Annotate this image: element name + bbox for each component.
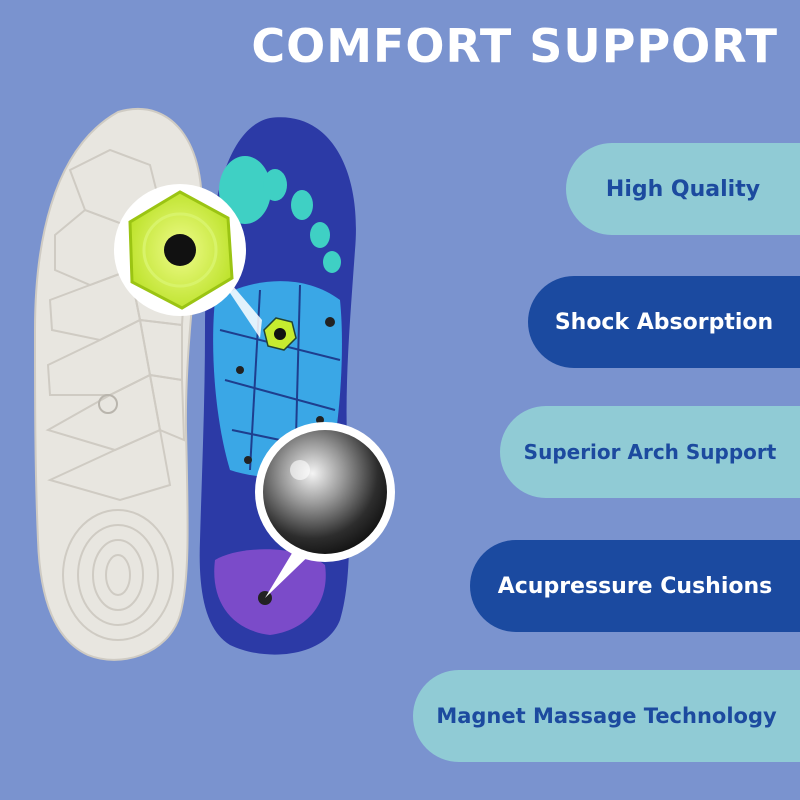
feature-label: Shock Absorption (554, 309, 774, 335)
feature-badge-shock-absorption: Shock Absorption (528, 276, 800, 368)
feature-badge-arch-support: Superior Arch Support (500, 406, 800, 498)
feature-label: Superior Arch Support (523, 440, 777, 464)
magnet-closeup-icon (114, 184, 262, 338)
feature-label: High Quality (605, 176, 761, 202)
feature-badge-high-quality: High Quality (566, 143, 800, 235)
feature-label: Magnet Massage Technology (436, 704, 777, 728)
steel-ball-closeup-icon (255, 422, 395, 598)
page-headline: COMFORT SUPPORT (251, 19, 778, 73)
feature-badge-acupressure-cushions: Acupressure Cushions (470, 540, 800, 632)
feature-label: Acupressure Cushions (497, 573, 773, 599)
feature-badge-magnet-massage: Magnet Massage Technology (413, 670, 800, 762)
small-magnet-icon (263, 317, 297, 351)
